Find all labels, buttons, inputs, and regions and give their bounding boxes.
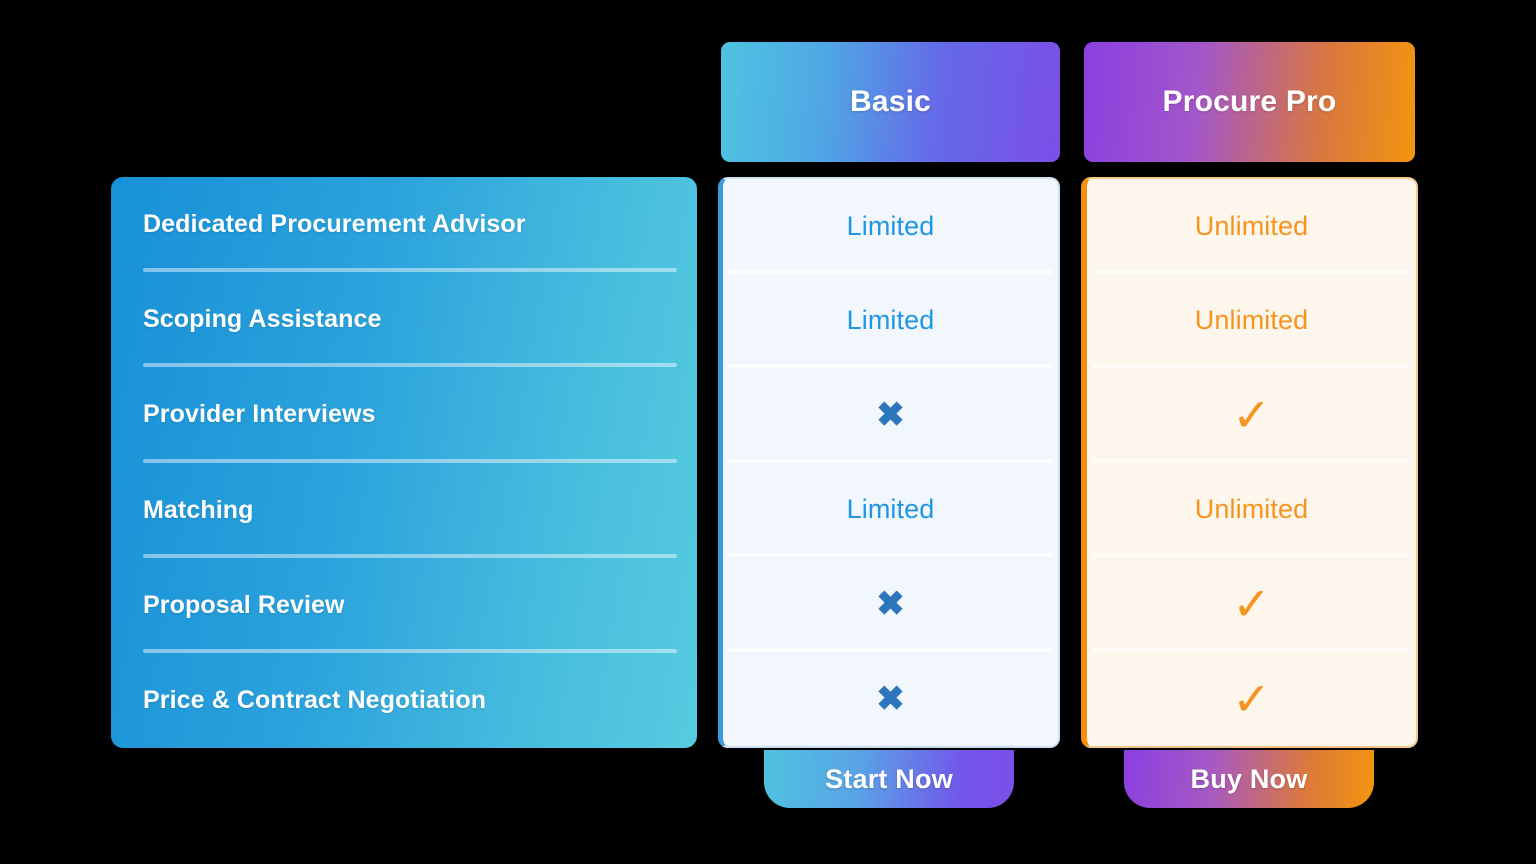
feature-row: Dedicated Procurement Advisor [111, 177, 697, 273]
value-cell: Unlimited [1087, 179, 1416, 274]
feature-row: Provider Interviews [111, 367, 697, 463]
value-column-basic: Limited Limited ✖ Limited ✖ ✖ [718, 177, 1060, 748]
value-limited-text: Limited [846, 210, 935, 241]
value-limited-text: Limited [846, 305, 935, 336]
value-cell: Unlimited [1087, 274, 1416, 369]
value-cell: ✓ [1087, 368, 1416, 463]
value-limited-text: Limited [846, 494, 935, 525]
feature-row: Price & Contract Negotiation [111, 653, 697, 748]
check-icon: ✓ [1232, 672, 1271, 725]
feature-label: Proposal Review [143, 590, 345, 619]
value-cell: Limited [723, 274, 1058, 369]
plan-name-pro: Procure Pro [1162, 85, 1337, 118]
feature-label: Dedicated Procurement Advisor [143, 210, 526, 239]
plan-header-pro: Procure Pro [1084, 42, 1415, 162]
feature-row: Matching [111, 463, 697, 558]
cross-icon: ✖ [876, 585, 905, 624]
plan-header-basic: Basic [721, 42, 1060, 162]
feature-list-card: Dedicated Procurement Advisor Scoping As… [111, 177, 697, 748]
feature-row: Scoping Assistance [111, 272, 697, 368]
value-cell: ✓ [1087, 652, 1416, 747]
cross-icon: ✖ [876, 679, 905, 718]
cross-icon: ✖ [876, 396, 905, 435]
value-unlimited-text: Unlimited [1194, 305, 1309, 336]
feature-label: Provider Interviews [143, 400, 376, 429]
plan-name-basic: Basic [849, 85, 932, 118]
check-icon: ✓ [1232, 578, 1271, 631]
start-now-button[interactable]: Start Now [764, 750, 1014, 808]
value-cell: ✖ [723, 557, 1058, 652]
buy-now-button[interactable]: Buy Now [1124, 750, 1374, 808]
feature-row: Proposal Review [111, 558, 697, 654]
value-column-pro: Unlimited Unlimited ✓ Unlimited ✓ ✓ [1081, 177, 1418, 748]
feature-label: Price & Contract Negotiation [143, 685, 487, 714]
value-cell: Limited [723, 463, 1058, 558]
value-cell: ✖ [723, 652, 1058, 747]
value-unlimited-text: Unlimited [1194, 494, 1309, 525]
feature-label: Matching [143, 495, 254, 524]
start-now-label: Start Now [825, 763, 953, 794]
value-cell: Limited [723, 179, 1058, 274]
buy-now-label: Buy Now [1190, 763, 1308, 794]
value-cell: ✓ [1087, 557, 1416, 652]
feature-label: Scoping Assistance [143, 305, 382, 334]
value-cell: Unlimited [1087, 463, 1416, 558]
check-icon: ✓ [1232, 389, 1271, 442]
value-unlimited-text: Unlimited [1194, 210, 1309, 241]
value-cell: ✖ [723, 368, 1058, 463]
